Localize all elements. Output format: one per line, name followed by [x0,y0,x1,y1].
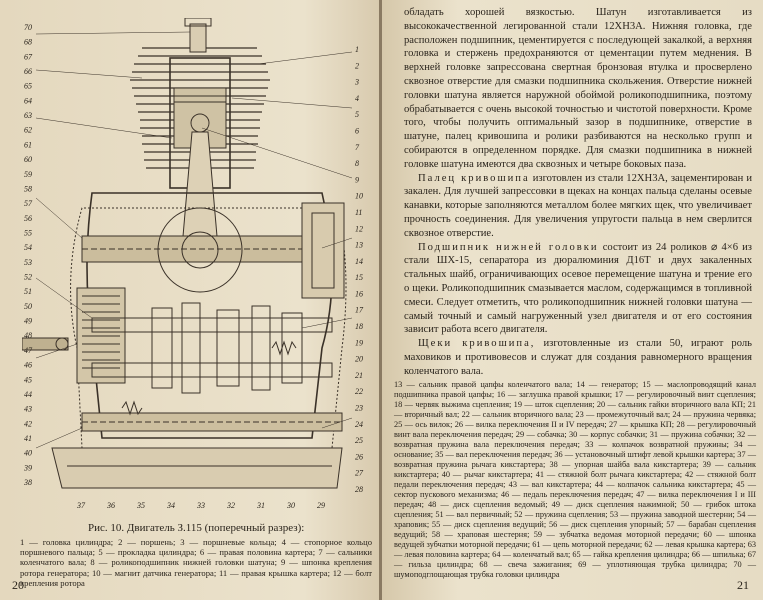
right-page: обладать хорошей вязкостью. Шатун изгота… [382,0,763,600]
callout-14: 14 [355,257,363,266]
callout-1: 1 [355,45,359,54]
callout-57: 57 [24,199,33,208]
callout-41: 41 [24,434,32,443]
callout-numbers-bottom: 37 36 35 34 33 32 31 30 29 [76,501,325,510]
callout-47: 47 [24,346,33,355]
callout-32: 32 [226,501,235,510]
page-number-left: 20 [12,578,24,592]
callout-46: 46 [24,361,32,370]
callout-58: 58 [24,184,32,193]
callout-22: 22 [355,387,363,396]
callout-11: 11 [355,208,362,217]
callout-61: 61 [24,140,32,149]
callout-numbers-right: 1234567891011121314151617181920212223242… [354,45,364,494]
callout-13: 13 [355,241,363,250]
callout-45: 45 [24,375,32,384]
callout-62: 62 [24,126,32,135]
heading-crank-pin: Палец кривошипа [418,172,530,184]
callout-7: 7 [355,143,360,152]
callout-51: 51 [24,287,32,296]
heading-bearing: Подшипник нижней головки [418,241,599,253]
heading-cheeks: Щеки кривошипа, [418,338,536,350]
callout-6: 6 [355,126,359,135]
callout-30: 30 [286,501,295,510]
book-gutter [379,0,383,600]
paragraph-connecting-rod: обладать хорошей вязкостью. Шатун изгота… [404,7,752,170]
callout-31: 31 [256,501,265,510]
callout-65: 65 [24,82,32,91]
clutch-pack [76,287,126,384]
callout-64: 64 [24,96,32,105]
callout-35: 35 [136,501,145,510]
callout-3: 3 [354,78,359,87]
callout-56: 56 [24,214,32,223]
callout-8: 8 [355,159,359,168]
callout-43: 43 [24,405,32,414]
callout-2: 2 [355,61,359,70]
callout-59: 59 [24,170,32,179]
callout-19: 19 [355,338,363,347]
engine-cross-section-drawing: 7068676665646362616059585756555453525150… [22,18,364,510]
callout-44: 44 [24,390,32,399]
callout-21: 21 [355,371,363,380]
callout-53: 53 [24,258,32,267]
callout-23: 23 [355,404,363,413]
callout-24: 24 [355,420,363,429]
callout-10: 10 [355,192,363,201]
callout-49: 49 [24,317,32,326]
callout-9: 9 [355,175,359,184]
callout-18: 18 [355,322,363,331]
callout-40: 40 [24,449,32,458]
callout-60: 60 [24,155,32,164]
paragraph-cheeks: Щеки кривошипа, изготовленные из стали 5… [404,338,752,377]
callout-26: 26 [355,452,363,461]
callout-55: 55 [24,228,32,237]
callout-36: 36 [106,501,115,510]
paragraph-bearing: Подшипник нижней головки состоит из 24 р… [404,241,752,336]
callout-29: 29 [317,501,325,510]
callout-54: 54 [24,243,32,252]
callout-20: 20 [355,355,363,364]
callout-42: 42 [24,419,32,428]
callout-17: 17 [355,306,364,315]
callout-4: 4 [355,94,359,103]
callout-33: 33 [196,501,205,510]
callout-28: 28 [355,485,363,494]
callout-50: 50 [24,302,32,311]
figure-legend-part-1: 1 — головка цилиндра; 2 — поршень; 3 — п… [20,537,372,588]
callout-5: 5 [355,110,359,119]
callout-27: 27 [355,469,364,478]
callout-numbers-left: 70 68 67 66 65 64 63 62 61 60 59 58 57 56 55 54 53 52 51 50… [23,23,33,487]
paragraph-crank-pin: Палец кривошипа изготовлен из стали 12ХН… [404,172,753,239]
callout-63: 63 [24,111,32,120]
callout-25: 25 [355,436,363,445]
page-number-right: 21 [737,578,749,592]
callout-37: 37 [76,501,86,510]
callout-39: 39 [23,463,32,472]
figure-legend-part-2: 13 — сальник правой цапфы коленчатого ва… [394,380,756,579]
callout-48: 48 [24,331,32,340]
callout-16: 16 [355,289,363,298]
figure-caption: Рис. 10. Двигатель З.115 (поперечный раз… [88,522,305,534]
callout-67: 67 [24,52,33,61]
callout-15: 15 [355,273,363,282]
callout-38: 38 [23,478,32,487]
callout-12: 12 [355,224,363,233]
callout-52: 52 [24,273,32,282]
callout-66: 66 [24,67,32,76]
body-text: обладать хорошей вязкостью. Шатун изгота… [404,6,752,379]
callout-70: 70 [24,23,32,32]
callout-68: 68 [24,38,32,47]
callout-34: 34 [166,501,175,510]
